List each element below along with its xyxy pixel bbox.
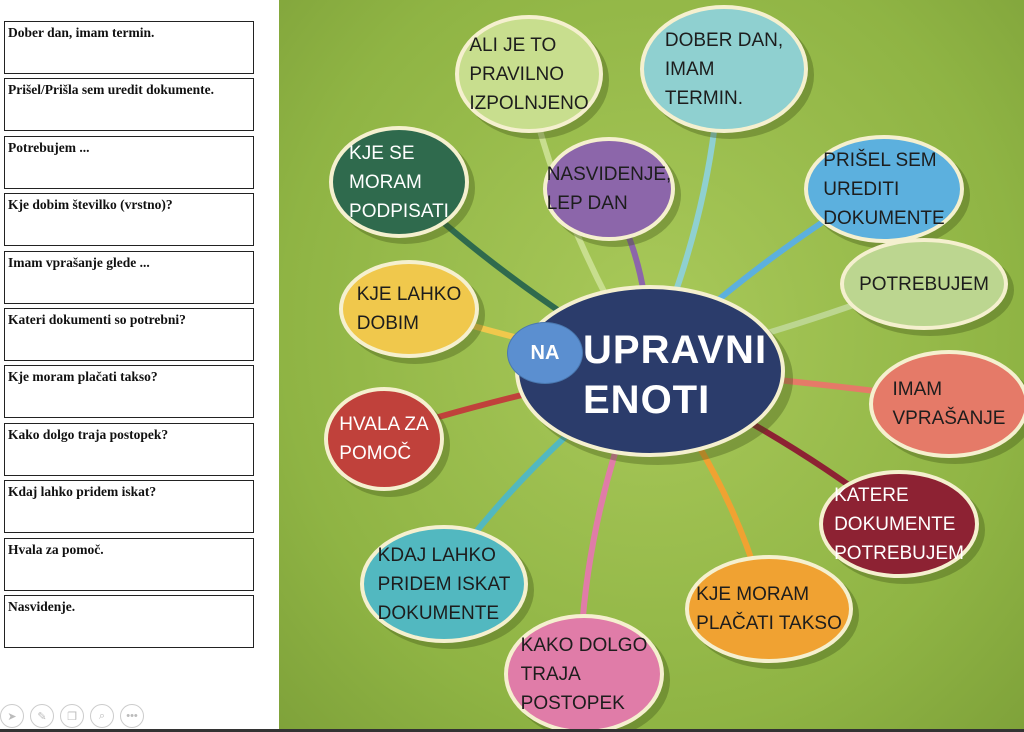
bubble-text-line: VPRAŠANJE [892,408,1006,429]
bubble-text-line: PLAČATI TAKSO [696,613,842,634]
phrase-cell: Potrebujem ... [4,135,254,189]
more-icon[interactable]: ••• [120,704,144,728]
mind-map: ALI JE TO PRAVILNO IZPOLNJENO DOBER DAN, IMA… [279,0,1024,729]
bubble-text-line: KAKO DOLGO [520,634,648,656]
bubble-text-line: KATERE [834,484,909,506]
bubble-text-line: NASVIDENJE, [546,164,672,185]
bubble-text: ALI JE TO PRAVILNO IZPOLNJENO [469,31,588,118]
slide-toolbar: ➤✎❐⌕••• [0,704,144,728]
speech-bubble: HVALA ZA POMOČ [324,387,444,491]
phrase-panel: Dober dan, imam termin.Prišel/Prišla sem… [0,0,279,732]
bubble-text: KJE LAHKO DOBIM [357,280,462,338]
speech-bubble: KJE SE MORAM PODPISATI [329,126,469,238]
bubble-text-line: DOKUMENTE [823,207,945,229]
phrase-cell: Imam vprašanje glede ... [4,250,254,304]
phrase-cell: Kje moram plačati takso? [4,365,254,419]
speech-bubble: NASVIDENJE, LEP DAN [543,137,675,241]
bubble-text-line: POTREBUJEM [834,542,964,564]
phrase-cell: Kdaj lahko pridem iskat? [4,480,254,534]
bubble-text-line: IZPOLNJENO [469,92,589,114]
bubble-text-line: PRAVILNO [469,63,565,85]
zoom-icon[interactable]: ⌕ [90,704,114,728]
bubble-text-line: HVALA ZA [339,414,429,435]
speech-bubble: IMAM VPRAŠANJE [869,350,1024,458]
phrase-cell: Kako dolgo traja postopek? [4,422,254,476]
center-title: UPRAVNI ENOTI [583,325,767,425]
bubble-text-line: LEP DAN [546,193,628,214]
bubble-text-line: POSTOPEK [520,692,625,714]
speech-bubble: KAKO DOLGO TRAJA POSTOPEK [504,614,664,729]
speech-bubble: KJE MORAM PLAČATI TAKSO [685,555,853,663]
bubble-text: KJE MORAM PLAČATI TAKSO [696,580,842,638]
phrase-cell: Hvala za pomoč. [4,537,254,591]
phrase-cell: Prišel/Prišla sem uredit dokumente. [4,78,254,132]
pointer-icon[interactable]: ➤ [0,704,24,728]
bubble-text: IMAM VPRAŠANJE [893,375,1006,433]
bubble-text: PRIŠEL SEM UREDITI DOKUMENTE [823,146,944,233]
phrase-cell: Kateri dokumenti so potrebni? [4,308,254,361]
bubble-text-line: DOKUMENTE [834,513,956,535]
bubble-text: KATERE DOKUMENTE POTREBUJEM [834,481,964,568]
bubble-text: KDAJ LAHKO PRIDEM ISKAT DOKUMENTE [378,541,511,628]
bubble-text-line: DOBER DAN, [664,29,784,51]
bubble-text-line: TERMIN. [664,87,743,109]
bubble-text: DOBER DAN, IMAM TERMIN. [665,26,783,113]
bubble-text: NASVIDENJE, LEP DAN [547,160,672,218]
bubble-text-line: UREDITI [823,178,900,200]
pen-icon[interactable]: ✎ [30,704,54,728]
speech-bubble: KATERE DOKUMENTE POTREBUJEM [819,470,979,578]
bubble-text-line: POMOČ [339,443,412,464]
bubble-text-line: PRIDEM ISKAT [377,573,511,595]
bubble-text-line: KJE SE [349,142,415,164]
bubble-text-line: KJE MORAM [696,584,810,605]
slides-icon[interactable]: ❐ [60,704,84,728]
bubble-text-line: KJE LAHKO [356,284,462,305]
na-badge: NA [507,322,583,384]
bubble-text-line: DOKUMENTE [377,602,500,624]
bubble-text-line: PODPISATI [349,200,449,222]
bubble-text: KAKO DOLGO TRAJA POSTOPEK [521,631,648,718]
bubble-text-line: MORAM [349,171,422,193]
bubble-text-line: KDAJ LAHKO [377,544,496,566]
center-title-line: ENOTI [583,378,711,422]
bubble-text-line: TRAJA [520,663,581,685]
speech-bubble: ALI JE TO PRAVILNO IZPOLNJENO [455,15,603,133]
bubble-text: POTREBUJEM [859,270,989,299]
speech-bubble: DOBER DAN, IMAM TERMIN. [640,5,808,133]
bubble-text-line: IMAM [664,58,715,80]
bubble-text: HVALA ZA POMOČ [339,410,428,468]
speech-bubble: KJE LAHKO DOBIM [339,260,479,358]
bubble-text-line: IMAM [892,379,943,400]
speech-bubble: POTREBUJEM [840,238,1008,330]
bubble-text-line: DOBIM [356,313,419,334]
bubble-text: KJE SE MORAM PODPISATI [349,139,449,226]
speech-bubble: PRIŠEL SEM UREDITI DOKUMENTE [804,135,964,243]
phrase-cell: Nasvidenje. [4,595,254,648]
bubble-text-line: PRIŠEL SEM [823,149,937,171]
center-title-line: UPRAVNI [583,328,768,372]
phrase-cell: Dober dan, imam termin. [4,21,254,74]
bubble-text-line: POTREBUJEM [859,273,989,295]
bubble-text-line: ALI JE TO [469,34,557,56]
phrase-cell: Kje dobim številko (vrstno)? [4,193,254,247]
bottom-border [0,729,1024,732]
speech-bubble: KDAJ LAHKO PRIDEM ISKAT DOKUMENTE [360,525,528,643]
